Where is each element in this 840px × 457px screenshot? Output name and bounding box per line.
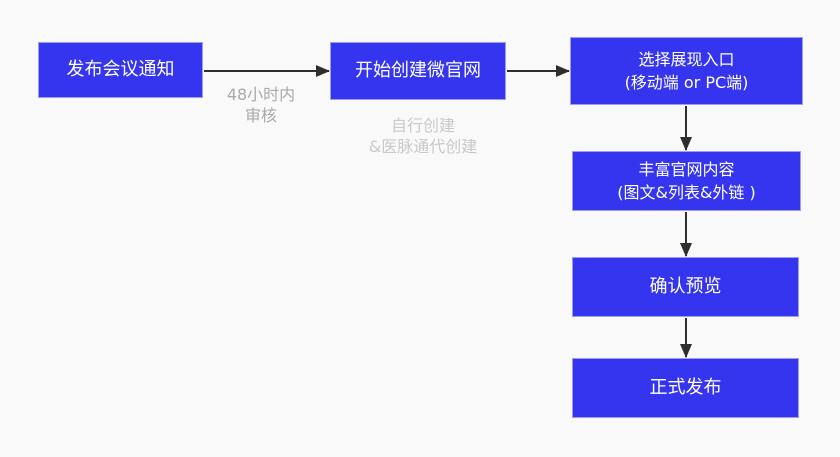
flow-node-label: 开始创建微官网 — [355, 60, 481, 81]
flow-node-start-create: 开始创建微官网 — [330, 42, 506, 100]
flow-node-label-line2: (图文&列表&外链 ) — [617, 183, 756, 202]
flow-node-official-release: 正式发布 — [572, 358, 799, 418]
annotation-line1: 自行创建 — [390, 116, 455, 135]
flow-node-label: 正式发布 — [649, 377, 722, 398]
flow-node-label: 确认预览 — [649, 276, 722, 297]
annotation-line2: &医脉通代创建 — [368, 137, 478, 156]
flow-node-label-line1: 选择展现入口 — [638, 50, 735, 69]
flow-node-label-line1: 丰富官网内容 — [638, 160, 735, 179]
annotation-line2: 审核 — [244, 106, 277, 125]
annotation-line1: 48小时内 — [226, 85, 296, 104]
flow-node-label: 发布会议通知 — [66, 59, 175, 80]
flow-node-label-line2: (移动端 or PC端) — [624, 73, 749, 92]
flow-node-publish-notice: 发布会议通知 — [38, 42, 203, 98]
annotation-create-method: 自行创建 &医脉通代创建 — [348, 115, 498, 157]
annotation-review-time: 48小时内 审核 — [186, 84, 336, 126]
flow-node-enrich-content: 丰富官网内容 (图文&列表&外链 ) — [572, 151, 801, 211]
flow-node-choose-entry: 选择展现入口 (移动端 or PC端) — [570, 37, 803, 105]
flow-node-confirm-preview: 确认预览 — [572, 257, 799, 317]
